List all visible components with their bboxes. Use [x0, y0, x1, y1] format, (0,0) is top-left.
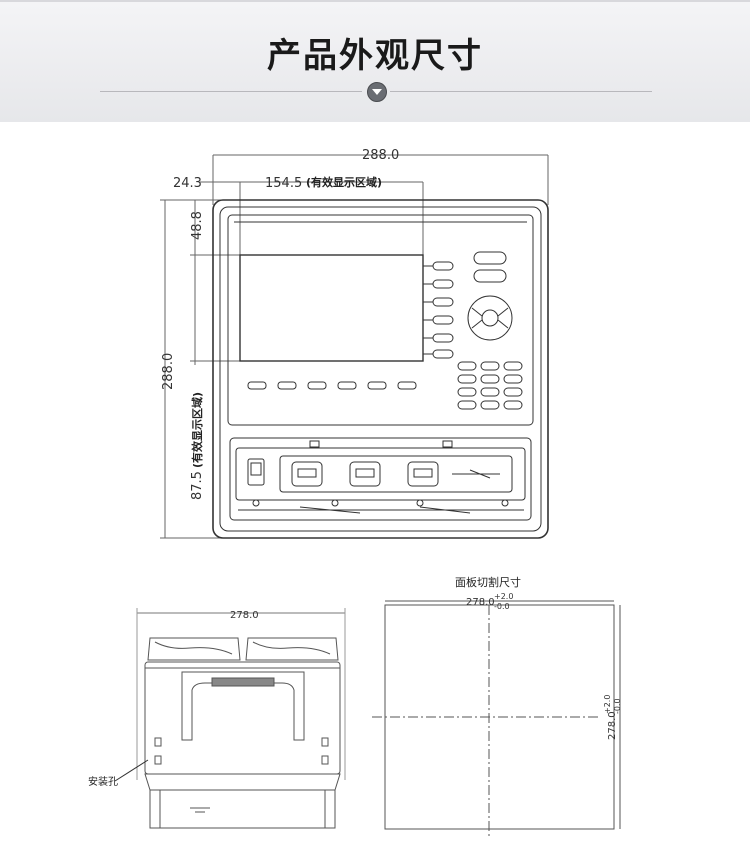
io-panel — [229, 437, 532, 521]
cutout-title: 面板切割尺寸 — [455, 575, 521, 589]
front-view — [160, 154, 549, 539]
height-dim-label: 288.0 — [161, 353, 176, 390]
page-title: 产品外观尺寸 — [267, 36, 483, 76]
cutout-width-label: 278.0 — [466, 597, 495, 608]
cutout-height-tol-minus: -0.0 — [613, 698, 622, 714]
device-body — [212, 199, 549, 539]
chevron-down-icon — [367, 82, 387, 102]
width-dim-label: 288.0 — [362, 148, 399, 163]
cutout-width-tol-plus: +2.0 — [494, 592, 513, 601]
display-height-note: (有效显示区域) — [190, 392, 204, 468]
cutout-view — [372, 600, 621, 838]
mount-hole-label: 安装孔 — [88, 775, 118, 788]
cutout-width-tol-minus: -0.0 — [494, 602, 510, 611]
display-height-dim-label: 87.5 — [190, 471, 205, 500]
cutout-height-tol-plus: +2.0 — [603, 695, 612, 714]
bottom-softkeys — [247, 381, 417, 390]
top-offset-dim-label: 48.8 — [190, 211, 205, 240]
power-switch — [247, 458, 265, 486]
header-banner: 产品外观尺寸 — [0, 0, 750, 122]
side-softkeys — [423, 261, 454, 359]
handle — [181, 671, 305, 741]
display-screen — [239, 254, 424, 362]
cutout-height-label: 278.0 — [607, 711, 618, 740]
usb-port-bay — [279, 455, 513, 493]
side-view — [114, 608, 346, 829]
numeric-keypad — [457, 361, 523, 410]
title-divider-right — [390, 91, 652, 92]
side-width-dim-label: 278.0 — [230, 610, 259, 621]
display-width-dim-label: 154.5 — [265, 176, 302, 191]
navigation-pad — [467, 295, 513, 341]
offset-dim-label: 24.3 — [173, 176, 202, 191]
display-width-note: (有效显示区域) — [306, 175, 382, 189]
title-divider-left — [100, 91, 362, 92]
